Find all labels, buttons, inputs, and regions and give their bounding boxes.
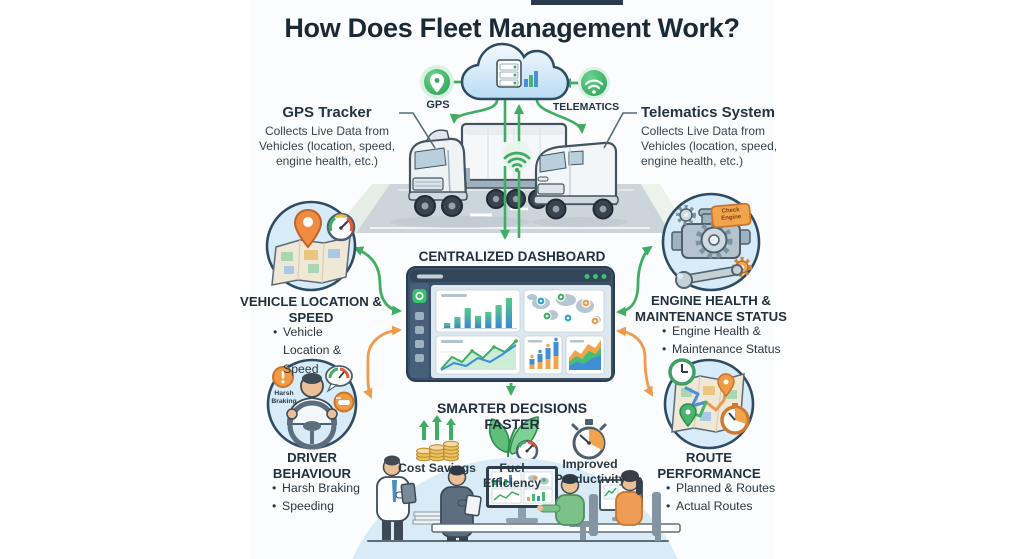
stopwatch-icon [571, 419, 607, 460]
telematics-system-title: Telematics System [641, 104, 775, 121]
telematics-system-block: Telematics System Collects Live Data fro… [641, 104, 783, 169]
benefit-cost-savings-label: Cost Savings [398, 461, 476, 475]
route-performance-title: ROUTE PERFORMANCE [657, 450, 761, 481]
cloud-server-icon [460, 42, 570, 101]
bullet-item: Vehicle Location & Speed [272, 323, 372, 378]
dashboard-mockup [406, 266, 615, 382]
benefit-fuel-efficiency-label: Fuel Efficiency [482, 461, 542, 490]
bullet-item: Speeding [271, 497, 371, 516]
telematics-system-description: Collects Live Data from Vehicles (locati… [641, 124, 778, 168]
papers-stack [412, 511, 444, 525]
engine-health-title: ENGINE HEALTH & MAINTENANCE STATUS [635, 293, 787, 324]
telematics-badge-label: TELEMATICS [552, 101, 620, 113]
vehicle-wifi-icon [502, 141, 532, 173]
person-seated-green [537, 474, 598, 540]
centralized-dashboard-label: CENTRALIZED DASHBOARD [418, 249, 606, 264]
gps-tracker-description: Collects Live Data from Vehicles (locati… [258, 124, 396, 168]
map-pin-speedometer-icon [265, 200, 357, 292]
bullet-item: Engine Health & [661, 322, 786, 341]
wifi-icon [578, 67, 610, 99]
leaf-gauge-icon [488, 416, 539, 463]
vehicle-location-title: VEHICLE LOCATION & SPEED [240, 294, 382, 325]
connector-arrows [353, 77, 654, 399]
bullet-item: Harsh Braking [271, 479, 371, 498]
harsh-braking-inner-label: Harsh Braking [271, 390, 297, 405]
van-illustration [533, 141, 619, 220]
engine-gears-wrench-icon [661, 192, 761, 292]
route-map-stopwatch-icon [663, 358, 755, 450]
bullet-item: Actual Routes [665, 497, 777, 516]
top-clipped-bar [531, 0, 623, 5]
page-title: How Does Fleet Management Work? [284, 13, 740, 43]
gps-badge-label: GPS [426, 99, 450, 111]
bullet-item: Maintenance Status [661, 340, 786, 359]
benefit-improved-productivity-label: Improved Productivity [554, 457, 626, 486]
team-illustration [352, 455, 681, 559]
dashboard-monitor [486, 466, 558, 523]
driver-behaviour-title: DRIVER BEHAVIOUR [272, 450, 352, 481]
coins-growth-icon [415, 415, 460, 462]
person-standing-tie [376, 455, 417, 540]
gps-pin-icon [420, 65, 454, 99]
bullet-item: Planned & Routes [665, 479, 777, 498]
engine-health-bullets: Engine Health & Maintenance Status [661, 322, 786, 359]
driver-steering-wheel-icon [266, 358, 358, 450]
gps-tracker-title: GPS Tracker [282, 104, 372, 121]
smarter-decisions-title: SMARTER DECISIONS FASTER [436, 400, 588, 432]
route-performance-bullets: Planned & Routes Actual Routes [665, 479, 777, 516]
vehicle-location-bullets: Vehicle Location & Speed [272, 323, 372, 378]
gps-tracker-block: GPS Tracker Collects Live Data from Vehi… [258, 104, 396, 169]
driver-behaviour-bullets: Harsh Braking Speeding [271, 479, 371, 516]
desk [431, 523, 681, 533]
person-seated-orange [615, 470, 661, 541]
check-engine-inner-label: Check Engine [721, 207, 742, 222]
